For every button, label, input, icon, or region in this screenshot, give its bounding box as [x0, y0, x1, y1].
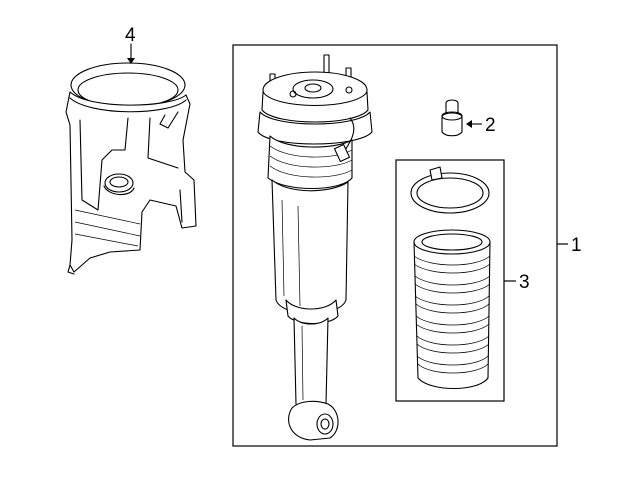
callout-2: 2 — [485, 115, 496, 136]
part-3-clamp-ring[interactable] — [410, 166, 490, 214]
callout-4: 4 — [125, 25, 136, 46]
assembly-1-frame — [232, 44, 558, 447]
callout-1: 1 — [571, 235, 582, 256]
part-3-dust-boot[interactable] — [413, 229, 491, 390]
air-strut[interactable] — [257, 54, 373, 441]
part-4-shield[interactable] — [65, 43, 197, 275]
part-2-cap[interactable] — [441, 99, 463, 137]
callout-3: 3 — [519, 272, 530, 293]
